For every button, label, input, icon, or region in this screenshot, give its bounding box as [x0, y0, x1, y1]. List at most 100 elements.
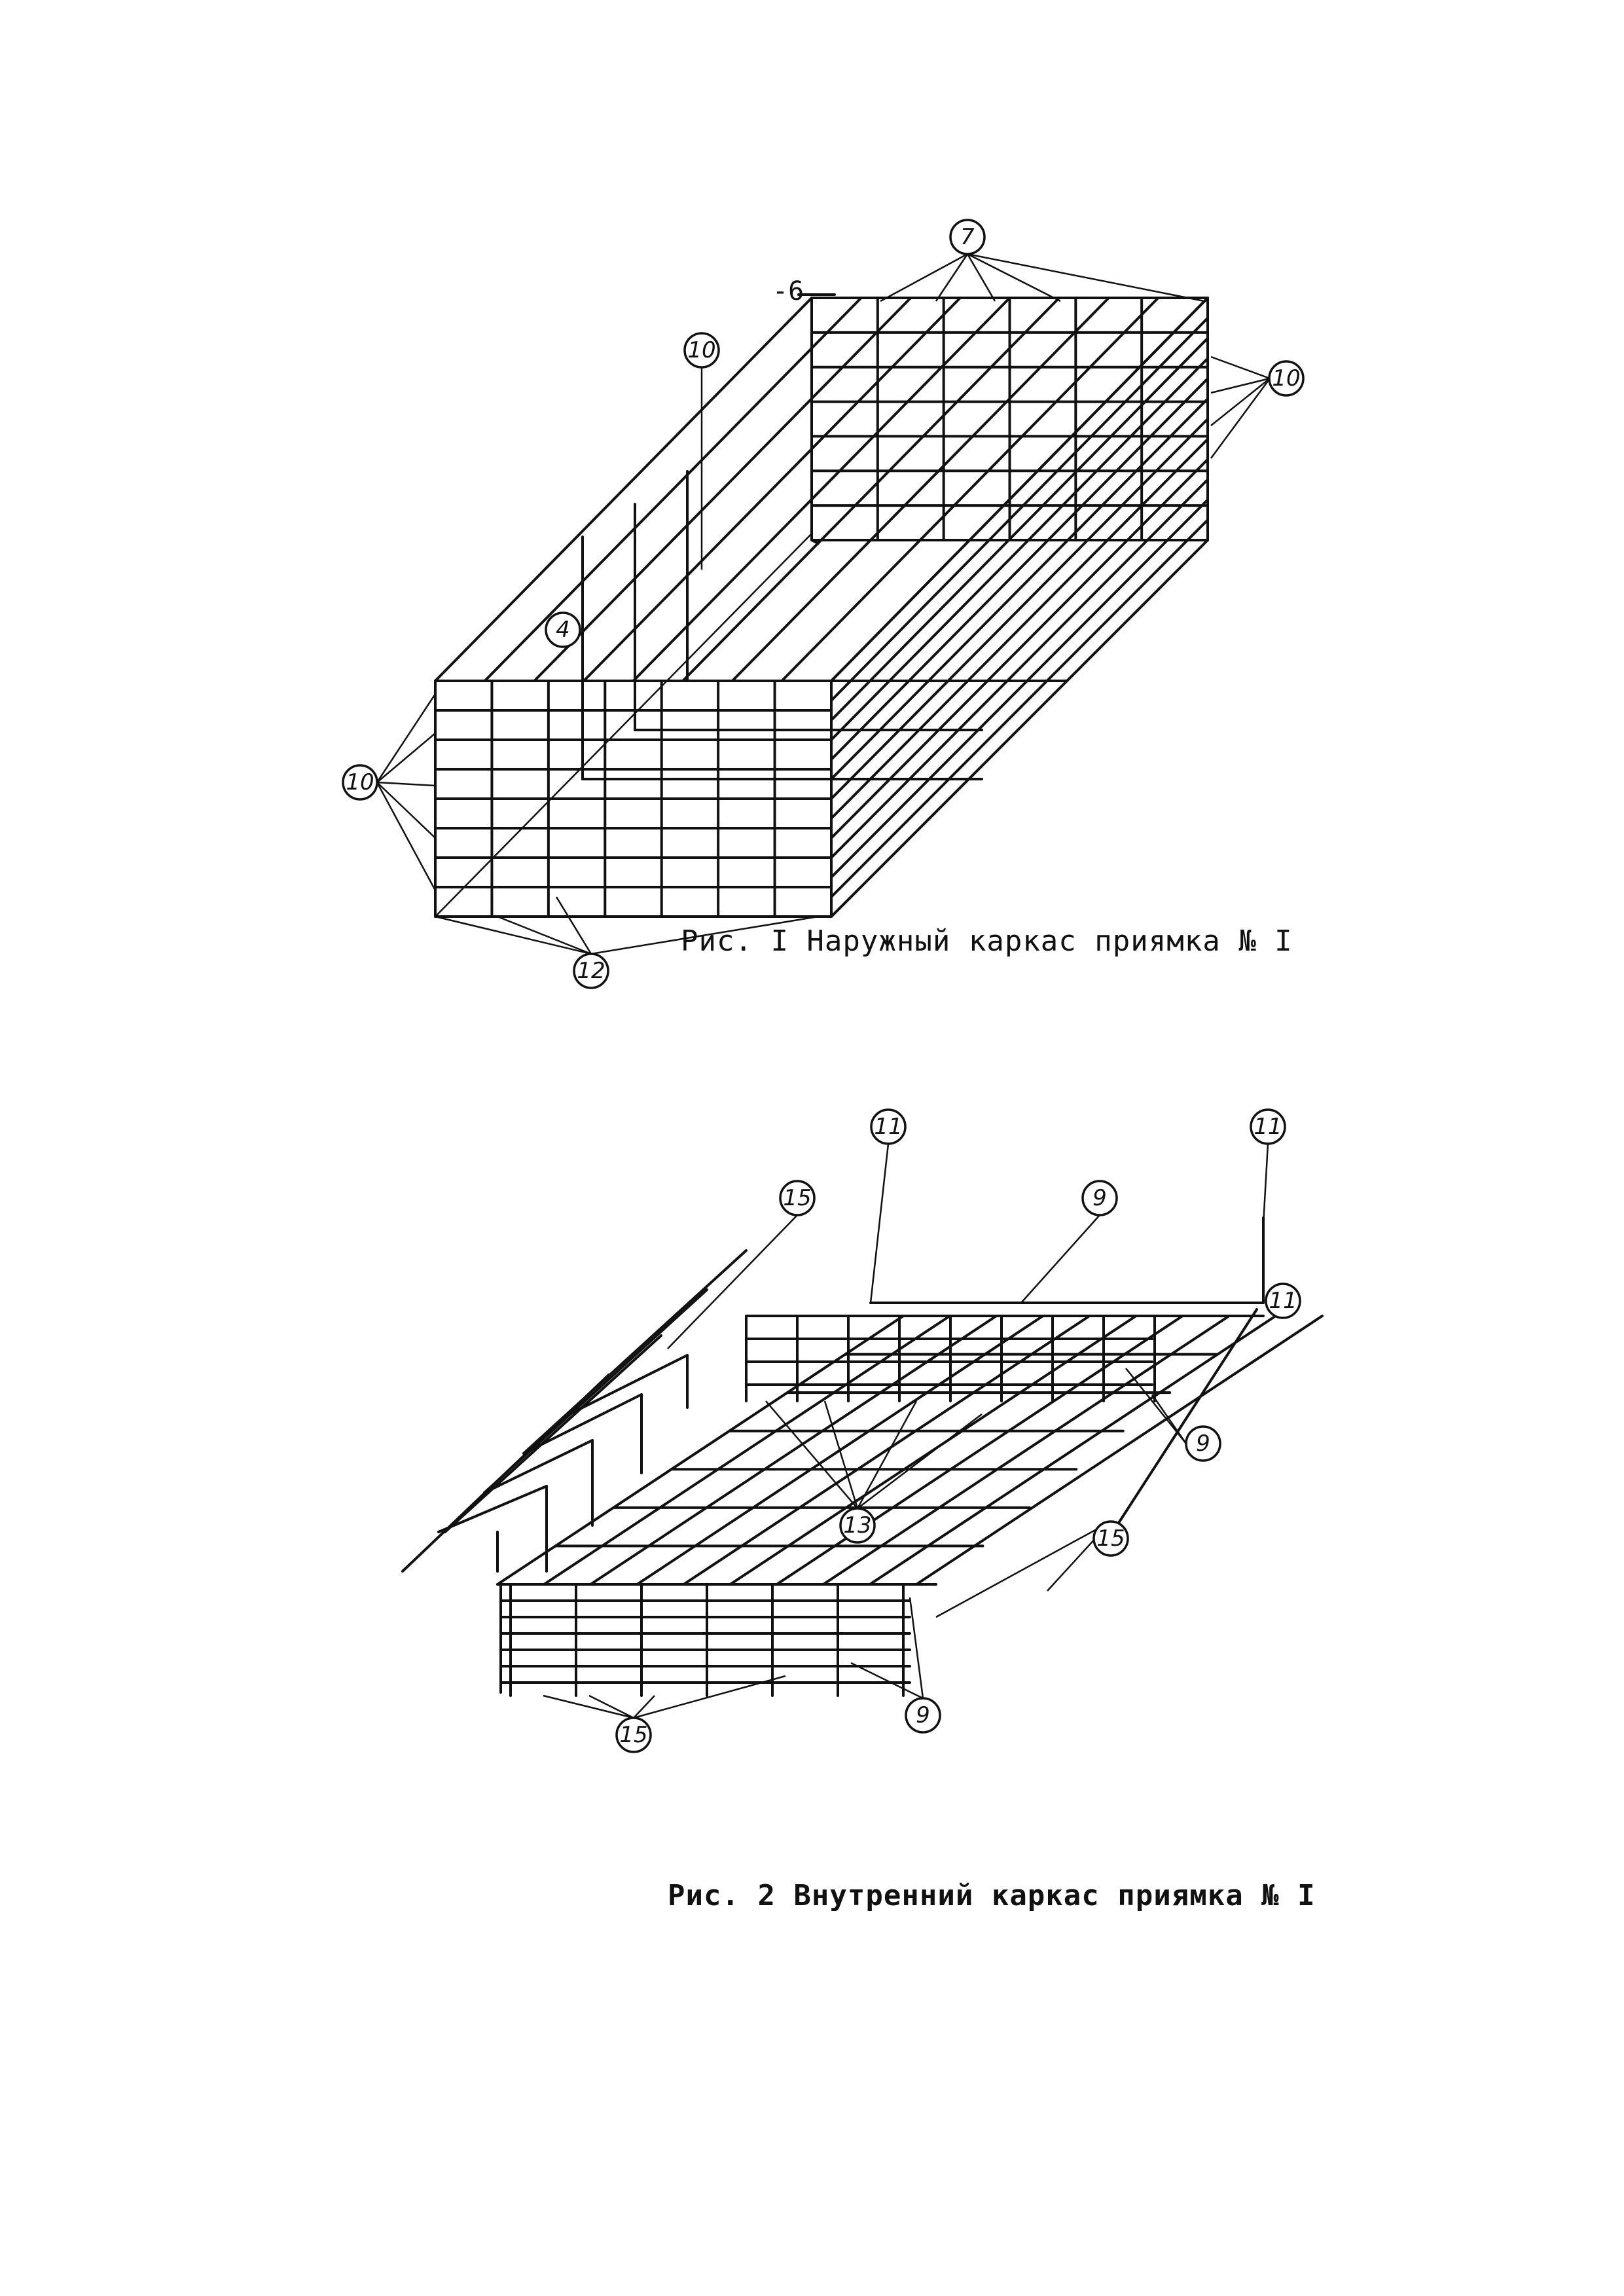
leader-line — [1151, 1394, 1187, 1444]
leader-line — [376, 693, 437, 783]
callout-11-top-right: 11 — [1250, 1108, 1286, 1145]
leader-line — [667, 1214, 798, 1349]
callout-7: 7 — [949, 219, 986, 255]
leader-line — [935, 1520, 1111, 1618]
leader-line — [869, 1143, 890, 1303]
svg-text:10: 10 — [1272, 365, 1300, 392]
top-bar — [681, 297, 1061, 682]
leader-line — [967, 253, 1061, 302]
callout-4: 4 — [545, 611, 581, 648]
leader-line — [376, 733, 436, 783]
svg-text:12: 12 — [577, 958, 605, 984]
side-bar — [830, 539, 1209, 918]
wall-edge — [1111, 1308, 1258, 1533]
svg-text:15: 15 — [1096, 1525, 1125, 1552]
outer-frame-drawing — [376, 253, 1271, 955]
side-bar — [830, 418, 1209, 800]
leader-line — [966, 253, 996, 302]
svg-text:15: 15 — [783, 1185, 811, 1211]
side-bar — [830, 458, 1209, 839]
leader-line — [1020, 1214, 1100, 1303]
figure-1-caption: Рис. I Наружный каркас приямка № I — [681, 924, 1293, 958]
leader-line — [555, 896, 592, 955]
top-bar — [731, 297, 1110, 682]
leader-line — [1210, 378, 1271, 459]
callout-10-top-left: 10 — [683, 332, 720, 369]
callout-15-top: 15 — [779, 1180, 816, 1216]
svg-text:9: 9 — [1092, 1185, 1107, 1211]
svg-text:11: 11 — [1269, 1288, 1297, 1314]
wall-edge — [568, 1354, 689, 1415]
callout-15-bottom: 15 — [615, 1717, 652, 1753]
callout-11-right: 11 — [1265, 1283, 1301, 1319]
leader-line — [376, 782, 436, 839]
callout-9-right: 9 — [1185, 1425, 1221, 1462]
svg-text:7: 7 — [960, 224, 975, 250]
step-edge — [810, 539, 820, 545]
wall-edge — [483, 1439, 594, 1494]
side-bar — [830, 519, 1209, 898]
floor-cross-bar — [682, 1315, 1091, 1586]
leader-line — [857, 1413, 983, 1509]
top-bar — [582, 297, 962, 682]
side-bar — [830, 397, 1209, 780]
side-bar — [830, 377, 1209, 761]
callout-10-left: 10 — [342, 764, 378, 801]
leader-line — [588, 1694, 634, 1719]
leader-line — [823, 1400, 859, 1509]
svg-text:4: 4 — [556, 617, 570, 643]
leader-line — [590, 915, 819, 955]
callout-12: 12 — [573, 953, 609, 989]
leader-line — [967, 253, 1205, 302]
svg-text:11: 11 — [874, 1114, 902, 1140]
floor-cross-bar — [915, 1315, 1324, 1586]
leader-line — [1262, 1143, 1269, 1225]
top-bar — [533, 297, 912, 682]
top-bar — [632, 297, 1011, 682]
leader-line — [765, 1400, 858, 1509]
side-bar — [830, 437, 1209, 820]
floor-cross-bar — [496, 1315, 905, 1586]
callout-9-bottom: 9 — [905, 1697, 941, 1734]
leader-line — [376, 781, 436, 787]
top-bar — [830, 297, 1209, 682]
leader-line — [497, 915, 592, 955]
leader-line — [633, 1695, 655, 1719]
bottom-edge — [435, 533, 812, 917]
svg-text:9: 9 — [916, 1702, 930, 1728]
side-bar — [830, 316, 1209, 702]
leader-line — [850, 1662, 924, 1700]
top-bar — [780, 297, 1160, 682]
leader-line — [376, 782, 437, 891]
callout-10-right: 10 — [1268, 360, 1305, 397]
leader-line — [1210, 377, 1271, 394]
top-bar — [434, 297, 813, 682]
floor-cross-bar — [868, 1315, 1277, 1586]
level-mark: -6 — [772, 276, 804, 306]
wall-edge — [522, 1249, 748, 1455]
wall-edge — [437, 1485, 548, 1533]
top-bar — [483, 297, 863, 682]
svg-text:11: 11 — [1254, 1114, 1282, 1140]
leader-line — [935, 253, 969, 302]
side-bar — [830, 498, 1209, 879]
leader-line — [1210, 378, 1271, 426]
leader-line — [633, 1675, 786, 1719]
callout-11-top: 11 — [870, 1108, 907, 1145]
svg-text:15: 15 — [619, 1722, 647, 1748]
svg-text:13: 13 — [843, 1512, 871, 1539]
wall-edge — [522, 1393, 643, 1455]
callout-13: 13 — [839, 1507, 876, 1544]
svg-text:9: 9 — [1196, 1430, 1210, 1457]
leader-line — [909, 1597, 924, 1699]
side-bar — [830, 337, 1209, 721]
callout-15-right: 15 — [1092, 1520, 1129, 1557]
svg-text:10: 10 — [346, 769, 374, 795]
leader-line — [1125, 1368, 1187, 1444]
figure-2-caption: Рис. 2 Внутренний каркас приямка № I — [668, 1879, 1316, 1912]
wall-edge — [483, 1288, 708, 1494]
inner-frame-drawing — [401, 1143, 1324, 1719]
side-bar — [830, 478, 1209, 859]
leader-line — [880, 253, 968, 302]
